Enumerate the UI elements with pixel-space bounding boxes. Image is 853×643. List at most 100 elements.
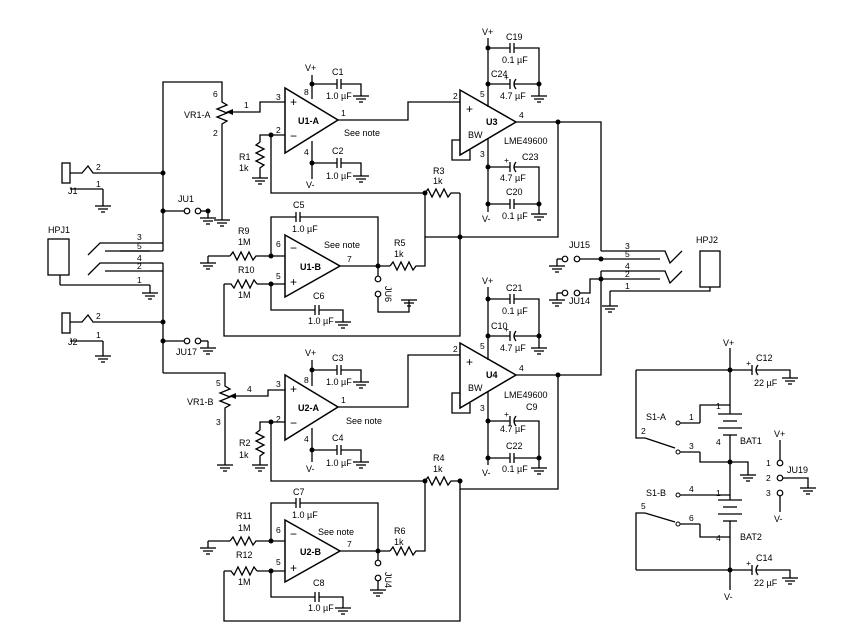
svg-text:C23: C23: [522, 152, 539, 162]
svg-text:4: 4: [689, 484, 694, 494]
svg-text:1: 1: [244, 100, 249, 110]
svg-text:+: +: [290, 382, 297, 396]
svg-text:C6: C6: [313, 291, 325, 301]
svg-text:+: +: [290, 95, 297, 109]
svg-text:1: 1: [137, 275, 142, 285]
svg-text:4: 4: [716, 533, 721, 543]
svg-text:C2: C2: [332, 146, 344, 156]
svg-text:C9: C9: [526, 402, 538, 412]
svg-text:7: 7: [347, 254, 352, 264]
svg-text:V-: V-: [774, 514, 783, 524]
svg-text:1k: 1k: [239, 163, 249, 173]
svg-text:1: 1: [625, 281, 630, 291]
svg-text:6: 6: [276, 239, 281, 249]
u1b-opamp: − + U1-B See note 6 5 7 R9 1M C5 1.0 µF …: [199, 200, 461, 337]
ju19-label: JU19: [787, 465, 808, 475]
ju1-label: JU1: [178, 194, 194, 204]
svg-text:2: 2: [137, 261, 142, 271]
svg-text:1: 1: [96, 330, 101, 340]
svg-text:3: 3: [625, 241, 630, 251]
j2-label: J2: [68, 337, 78, 347]
svg-text:R11: R11: [236, 511, 252, 521]
svg-text:C8: C8: [313, 578, 325, 588]
u4-buffer: + U4 BW LME49600 4 5 3 V+ C21 0.1 µF + C…: [459, 276, 548, 478]
svg-text:−: −: [290, 129, 297, 143]
svg-text:1: 1: [341, 395, 346, 405]
svg-text:1k: 1k: [394, 249, 404, 259]
svg-text:1.0 µF: 1.0 µF: [308, 603, 334, 613]
svg-text:−: −: [290, 241, 297, 255]
svg-text:4: 4: [137, 253, 142, 263]
svg-text:V+: V+: [305, 348, 316, 358]
svg-text:BW: BW: [468, 130, 483, 140]
svg-text:V-: V-: [482, 468, 491, 478]
svg-text:R2: R2: [239, 438, 251, 448]
svg-text:3: 3: [766, 488, 771, 498]
ju15-label: JU15: [569, 240, 590, 250]
svg-text:R3: R3: [433, 166, 445, 176]
svg-text:3: 3: [480, 149, 485, 159]
svg-text:See note: See note: [318, 527, 354, 537]
svg-text:C12: C12: [756, 353, 773, 363]
svg-text:1M: 1M: [238, 237, 251, 247]
ju14-jumper: JU14: [548, 276, 604, 307]
svg-text:5: 5: [276, 271, 281, 281]
svg-text:C14: C14: [756, 553, 773, 563]
svg-text:4: 4: [304, 434, 309, 444]
svg-text:C24: C24: [491, 69, 508, 79]
svg-text:R10: R10: [238, 265, 255, 275]
svg-text:BAT2: BAT2: [740, 532, 762, 542]
u3-label: U3: [486, 117, 498, 127]
ju19-jumper: V+ 1 2 3 V- JU19: [766, 429, 817, 524]
svg-text:BAT1: BAT1: [740, 436, 762, 446]
j1-label: J1: [68, 186, 78, 196]
svg-text:8: 8: [304, 375, 309, 385]
u2b-opamp: − + U2-B See note 6 5 7 R11 1M C7 1.0 µF…: [199, 481, 461, 622]
u1b-label: U1-B: [300, 262, 322, 272]
svg-text:2: 2: [276, 125, 281, 135]
svg-text:+: +: [746, 558, 751, 568]
svg-text:+: +: [290, 275, 297, 289]
svg-text:+: +: [504, 155, 509, 165]
vr1a-label: VR1-A: [184, 110, 211, 120]
svg-text:1: 1: [716, 401, 721, 411]
svg-text:2: 2: [276, 414, 281, 424]
svg-text:BW: BW: [468, 383, 483, 393]
svg-text:5: 5: [625, 249, 630, 259]
svg-text:+: +: [290, 561, 297, 575]
ju14-label: JU14: [569, 296, 590, 306]
svg-text:C10: C10: [491, 321, 508, 331]
svg-text:1.0 µF: 1.0 µF: [308, 316, 334, 326]
svg-text:V-: V-: [306, 180, 315, 190]
u2a-note: See note: [346, 416, 382, 426]
u1a-note: See note: [344, 128, 380, 138]
svg-text:1M: 1M: [238, 290, 251, 300]
svg-text:0.1 µF: 0.1 µF: [502, 55, 528, 65]
svg-text:1.0 µF: 1.0 µF: [292, 224, 318, 234]
u2a-opamp: + − U2-A 3 2 8 4 1 See note V+ C3 1.0 µF…: [276, 348, 382, 474]
svg-text:2: 2: [453, 344, 458, 354]
svg-text:2: 2: [213, 128, 218, 138]
hpj1-jack: HPJ1 3 5 4 2 1: [47, 225, 163, 300]
svg-text:C4: C4: [332, 433, 344, 443]
svg-text:V+: V+: [723, 338, 734, 348]
svg-text:C21: C21: [506, 283, 523, 293]
svg-text:4: 4: [716, 437, 721, 447]
svg-text:C3: C3: [332, 353, 344, 363]
svg-text:2: 2: [96, 311, 101, 321]
svg-text:6: 6: [689, 513, 694, 523]
svg-text:1: 1: [689, 412, 694, 422]
svg-text:+: +: [466, 102, 473, 116]
svg-text:+: +: [504, 324, 509, 334]
svg-text:See note: See note: [324, 240, 360, 250]
svg-text:1: 1: [716, 488, 721, 498]
svg-text:C19: C19: [506, 32, 523, 42]
svg-text:4: 4: [247, 384, 252, 394]
svg-text:6: 6: [276, 525, 281, 535]
svg-text:JU6: JU6: [383, 286, 393, 302]
svg-text:1M: 1M: [238, 523, 251, 533]
svg-text:V-: V-: [306, 464, 315, 474]
svg-text:R9: R9: [238, 226, 250, 236]
svg-text:V+: V+: [774, 429, 785, 439]
svg-text:R4: R4: [433, 453, 445, 463]
